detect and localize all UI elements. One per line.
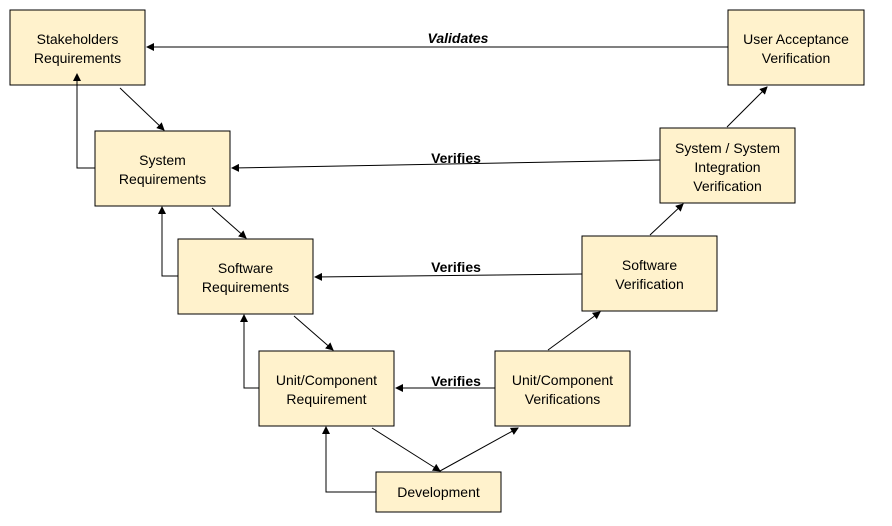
arrow-stakeholders-to-system bbox=[119, 87, 165, 131]
arrow-software-to-unit bbox=[293, 315, 334, 351]
arrow-unit-feedback-to-software bbox=[240, 314, 259, 389]
node-system-integration-verification: System / System Integration Verification bbox=[659, 127, 796, 204]
node-label-line: Software bbox=[622, 257, 677, 273]
node-label-line: System bbox=[139, 152, 186, 168]
node-software-requirements: Software Requirements bbox=[177, 238, 314, 315]
node-unit-component-verifications: Unit/Component Verifications bbox=[494, 350, 631, 427]
node-label-line: System / System bbox=[675, 140, 780, 156]
arrow-software-verification-to-system-verification bbox=[649, 203, 684, 236]
arrow-verifies-system bbox=[231, 159, 661, 172]
arrow-system-feedback-to-stakeholders bbox=[73, 73, 95, 169]
arrow-software-feedback-to-system bbox=[158, 206, 178, 277]
node-label-line: Unit/Component bbox=[512, 372, 613, 388]
node-label-line: Integration bbox=[694, 159, 760, 175]
node-label-line: Verification bbox=[615, 276, 683, 292]
node-label-line: Verification bbox=[762, 50, 830, 66]
node-label-line: Requirements bbox=[202, 279, 289, 295]
node-user-acceptance-verification: User Acceptance Verification bbox=[727, 9, 865, 86]
arrow-verifies-software bbox=[314, 272, 583, 281]
node-software-verification: Software Verification bbox=[581, 235, 718, 312]
arrow-development-feedback-to-unit bbox=[322, 426, 376, 493]
node-label-line: Development bbox=[397, 484, 480, 500]
node-development: Development bbox=[375, 471, 502, 513]
edge-label-validates: Validates bbox=[428, 30, 489, 46]
arrow-unit-verification-to-software-verification bbox=[547, 311, 601, 351]
node-label-line: Verification bbox=[693, 178, 761, 194]
node-label-line: Requirement bbox=[286, 391, 366, 407]
node-label-line: Verifications bbox=[525, 391, 600, 407]
edge-label-verifies-software: Verifies bbox=[431, 259, 481, 275]
arrow-unit-to-development bbox=[371, 427, 441, 472]
edge-label-verifies-system: Verifies bbox=[431, 150, 481, 166]
edge-label-verifies-unit: Verifies bbox=[431, 373, 481, 389]
arrow-system-to-software bbox=[211, 207, 247, 239]
arrow-development-to-unit-verification bbox=[439, 427, 519, 472]
node-label-line: User Acceptance bbox=[743, 31, 849, 47]
node-label-line: Software bbox=[218, 260, 273, 276]
node-unit-component-requirement: Unit/Component Requirement bbox=[258, 350, 395, 427]
node-label-line: Requirements bbox=[34, 50, 121, 66]
node-label-line: Unit/Component bbox=[276, 372, 377, 388]
arrow-system-verification-to-user-acceptance bbox=[726, 86, 768, 128]
node-stakeholders-requirements: Stakeholders Requirements bbox=[9, 9, 146, 86]
node-system-requirements: System Requirements bbox=[94, 130, 231, 207]
node-label-line: Requirements bbox=[119, 171, 206, 187]
node-label-line: Stakeholders bbox=[37, 31, 119, 47]
